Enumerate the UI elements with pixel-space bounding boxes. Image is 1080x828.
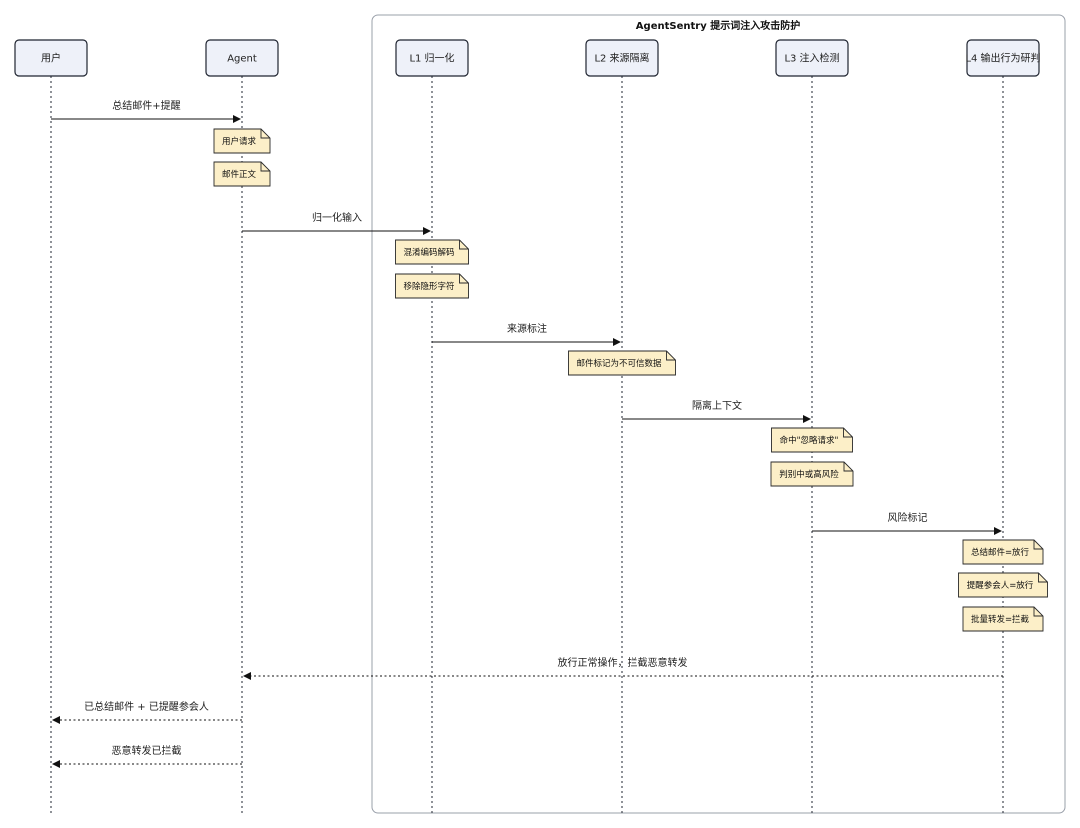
message-arrowhead bbox=[803, 415, 811, 423]
note-9: 提醒参会人=放行 bbox=[958, 572, 1048, 598]
note-label: 判别中或高风险 bbox=[779, 469, 839, 480]
note-fold bbox=[459, 274, 469, 284]
participant-label: L1 归一化 bbox=[409, 52, 454, 65]
message-7: 已总结邮件 + 已提醒参会人 bbox=[52, 700, 242, 724]
participant-box bbox=[395, 39, 469, 77]
message-label: 恶意转发已拦截 bbox=[112, 744, 182, 757]
message-arrowhead bbox=[52, 716, 60, 724]
participant-label: L2 来源隔离 bbox=[594, 52, 649, 65]
message-label: 隔离上下文 bbox=[692, 399, 742, 412]
message-label: 归一化输入 bbox=[312, 211, 362, 224]
note-body bbox=[770, 461, 854, 487]
note-fold bbox=[1033, 607, 1043, 617]
message-arrowhead bbox=[233, 115, 241, 123]
message-label: 来源标注 bbox=[507, 322, 547, 335]
note-fold bbox=[843, 428, 853, 438]
message-8: 恶意转发已拦截 bbox=[52, 744, 242, 768]
participant-box bbox=[966, 39, 1040, 77]
message-arrowhead bbox=[423, 227, 431, 235]
note-label: 总结邮件=放行 bbox=[971, 547, 1030, 558]
note-7: 判别中或高风险 bbox=[770, 461, 854, 487]
note-3: 混淆编码解码 bbox=[395, 239, 469, 265]
note-2: 邮件正文 bbox=[213, 161, 271, 187]
message-label: 总结邮件+提醒 bbox=[112, 99, 180, 112]
note-fold bbox=[459, 240, 469, 250]
participant-label: L3 注入检测 bbox=[784, 52, 839, 65]
participant-box bbox=[585, 39, 659, 77]
note-4: 移除隐形字符 bbox=[395, 273, 469, 299]
participant-l3: L3 注入检测 bbox=[775, 39, 849, 77]
note-body bbox=[395, 273, 469, 299]
participant-l2: L2 来源隔离 bbox=[585, 39, 659, 77]
note-body bbox=[213, 128, 271, 154]
message-6: 放行正常操作，拦截恶意转发 bbox=[243, 656, 1003, 680]
note-fold bbox=[1038, 573, 1048, 583]
note-body bbox=[962, 606, 1044, 632]
message-4: 隔离上下文 bbox=[622, 399, 811, 423]
note-label: 混淆编码解码 bbox=[403, 247, 454, 258]
message-arrowhead bbox=[613, 338, 621, 346]
note-body bbox=[962, 539, 1044, 565]
note-label: 用户请求 bbox=[222, 136, 257, 147]
participant-l1: L1 归一化 bbox=[395, 39, 469, 77]
note-6: 命中"忽略请求" bbox=[771, 427, 853, 453]
participant-user: 用户 bbox=[14, 39, 88, 77]
participant-label: L4 输出行为研判 bbox=[965, 52, 1040, 65]
participant-l4: L4 输出行为研判 bbox=[965, 39, 1041, 77]
message-label: 已总结邮件 + 已提醒参会人 bbox=[84, 700, 209, 713]
participant-box bbox=[14, 39, 88, 77]
participant-box bbox=[775, 39, 849, 77]
note-body bbox=[213, 161, 271, 187]
participant-label: Agent bbox=[227, 54, 257, 65]
note-body bbox=[771, 427, 853, 453]
note-label: 命中"忽略请求" bbox=[780, 435, 839, 446]
defense-group-frame bbox=[371, 14, 1066, 814]
participant-label: 用户 bbox=[41, 52, 61, 65]
note-10: 批量转发=拦截 bbox=[962, 606, 1044, 632]
note-label: 批量转发=拦截 bbox=[971, 614, 1030, 625]
note-fold bbox=[260, 162, 270, 172]
message-label: 风险标记 bbox=[888, 511, 928, 524]
message-1: 总结邮件+提醒 bbox=[51, 99, 241, 123]
note-label: 提醒参会人=放行 bbox=[967, 580, 1034, 591]
note-fold bbox=[260, 129, 270, 139]
note-label: 邮件标记为不可信数据 bbox=[576, 358, 662, 369]
message-2: 归一化输入 bbox=[242, 211, 431, 235]
note-fold bbox=[843, 462, 853, 472]
defense-group-title: AgentSentry 提示词注入攻击防护 bbox=[636, 19, 800, 32]
note-label: 移除隐形字符 bbox=[403, 281, 454, 292]
participant-box bbox=[205, 39, 279, 77]
note-8: 总结邮件=放行 bbox=[962, 539, 1044, 565]
note-5: 邮件标记为不可信数据 bbox=[568, 350, 676, 376]
note-body bbox=[568, 350, 676, 376]
message-5: 风险标记 bbox=[812, 511, 1002, 535]
message-arrowhead bbox=[994, 527, 1002, 535]
message-label: 放行正常操作，拦截恶意转发 bbox=[558, 656, 688, 669]
note-body bbox=[958, 572, 1048, 598]
note-body bbox=[395, 239, 469, 265]
note-1: 用户请求 bbox=[213, 128, 271, 154]
note-label: 邮件正文 bbox=[222, 169, 257, 180]
note-fold bbox=[1033, 540, 1043, 550]
message-arrowhead bbox=[52, 760, 60, 768]
note-fold bbox=[666, 351, 676, 361]
message-3: 来源标注 bbox=[432, 322, 621, 346]
participant-agent: Agent bbox=[205, 39, 279, 77]
message-arrowhead bbox=[243, 672, 251, 680]
